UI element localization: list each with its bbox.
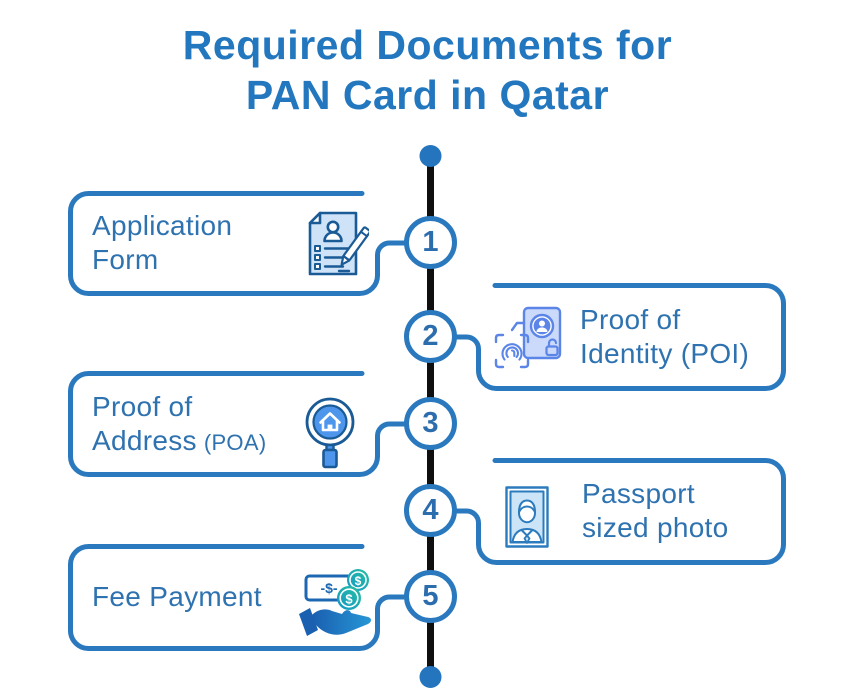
step-2-label-line1: Proof of (580, 304, 681, 335)
step-5-number-badge: 5 (404, 570, 457, 623)
passport-photo-icon (505, 486, 549, 548)
step-2-number-badge: 2 (404, 310, 457, 363)
proof-of-identity-icon (494, 306, 562, 369)
sleeve-shape (299, 608, 318, 636)
page-title-line2: PAN Card in Qatar (245, 72, 610, 118)
step-2-label: Proof of Identity (POI) (580, 303, 749, 371)
step-5-label-line1: Fee Payment (92, 581, 262, 612)
fee-payment-icon: -$- $ $ (299, 569, 371, 636)
svg-text:$: $ (345, 592, 353, 607)
timeline-start-dot (419, 145, 442, 167)
step-1-label: Application Form (92, 209, 232, 277)
step-1-number-badge: 1 (404, 216, 457, 269)
step-2-card-outline (453, 283, 786, 391)
step-3-label-line1: Proof of (92, 391, 193, 422)
step-5-label: Fee Payment (92, 580, 262, 614)
step-1-label-line1: Application (92, 210, 233, 241)
step-1-card-outline (68, 191, 408, 296)
step-3-label-suffix: (POA) (203, 430, 267, 455)
step-4-label-line2: sized photo (582, 512, 729, 543)
step-4-number-badge: 4 (404, 484, 457, 537)
step-2-label-line2: Identity (POI) (580, 338, 750, 369)
hand-shape (312, 609, 371, 635)
timeline-end-dot (419, 666, 442, 688)
page-title-line1: Required Documents for (182, 22, 673, 68)
step-3-card-outline (68, 371, 408, 477)
step-3-label: Proof of Address(POA) (92, 390, 266, 460)
banknote-text: -$- (320, 580, 337, 596)
coin-top: $ (347, 569, 369, 591)
coin-bottom: $ (337, 586, 361, 610)
step-1-label-line2: Form (92, 244, 159, 275)
step-3-number-badge: 3 (404, 397, 457, 450)
application-form-icon (308, 211, 369, 276)
step-3-label-line2: Address(POA) (92, 424, 266, 460)
proof-of-address-icon (305, 397, 355, 469)
step-5-card-outline (68, 544, 408, 651)
step-3-label-line2-main: Address (92, 425, 197, 456)
step-4-label-line1: Passport (582, 478, 695, 509)
step-4-label: Passport sized photo (582, 477, 729, 545)
step-4-card-outline (453, 458, 786, 565)
svg-text:$: $ (355, 574, 362, 588)
